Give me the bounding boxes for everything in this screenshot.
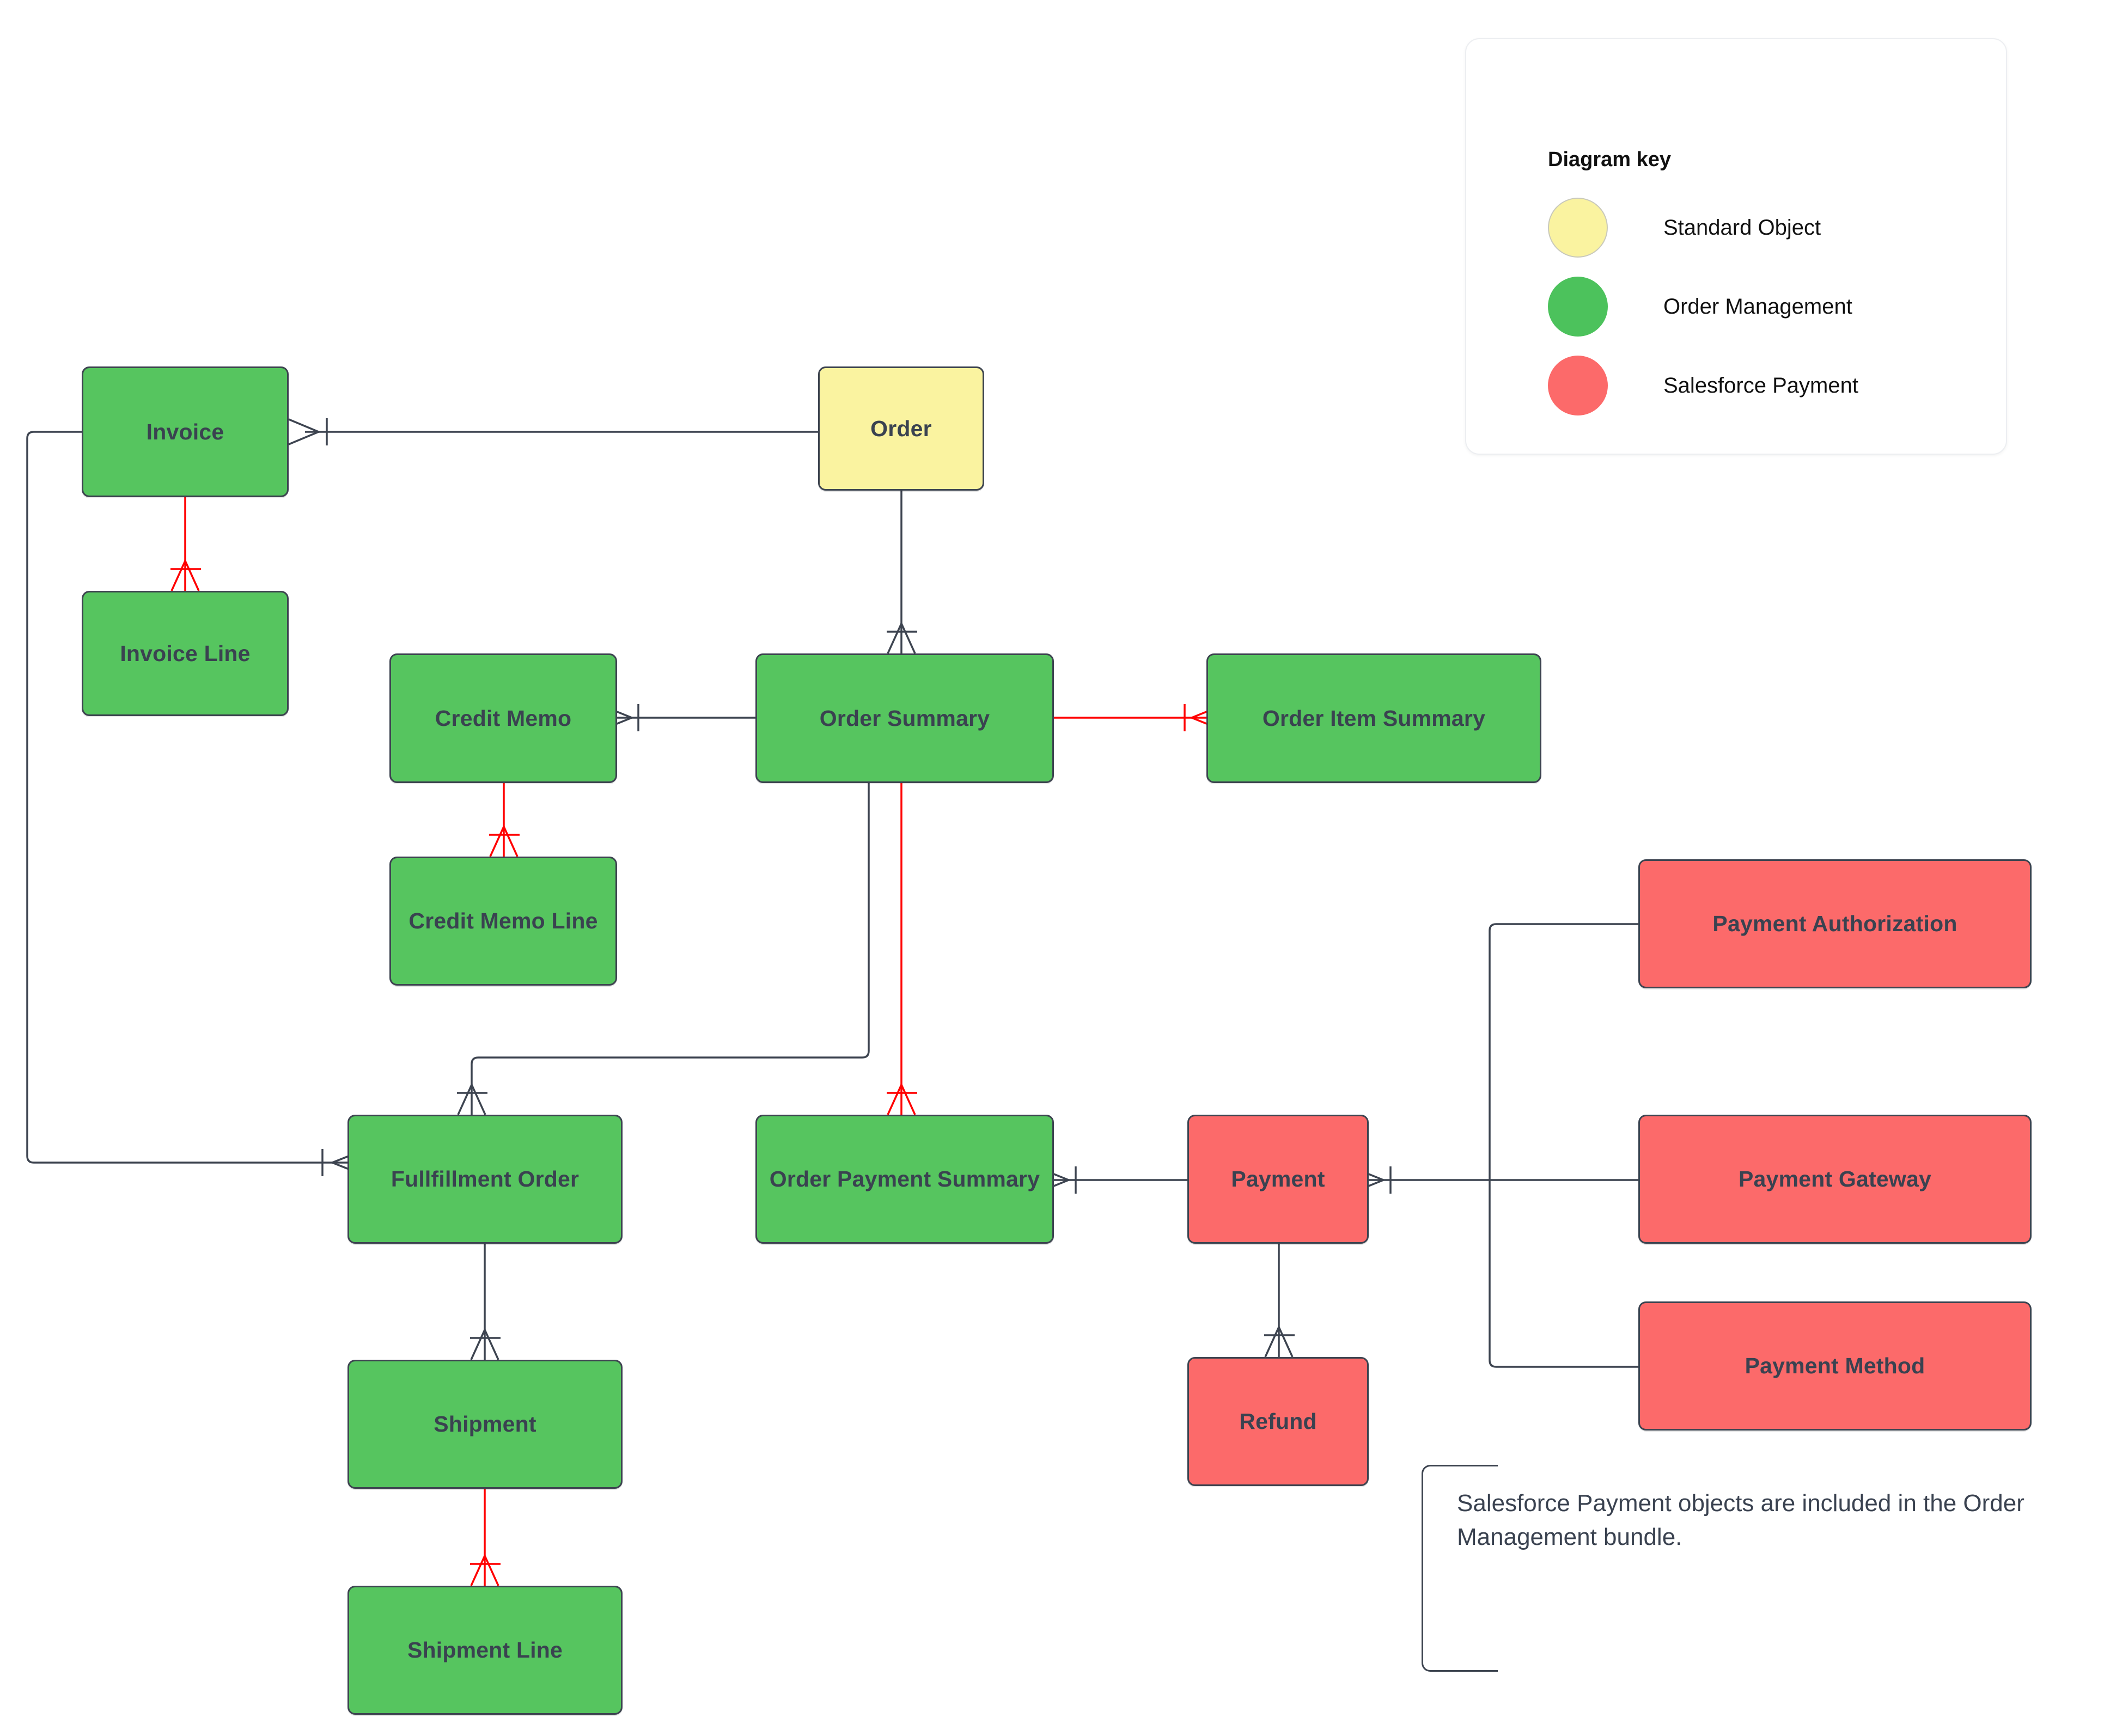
entity-label: Payment Gateway xyxy=(1739,1166,1931,1192)
entity-refund[interactable]: Refund xyxy=(1187,1357,1369,1486)
legend-label: Order Management xyxy=(1663,294,1852,319)
entity-credit-memo[interactable]: Credit Memo xyxy=(389,653,617,783)
legend-swatch-standard-object-icon xyxy=(1548,198,1608,258)
entity-label: Invoice xyxy=(146,419,224,444)
entity-label: Refund xyxy=(1239,1409,1317,1434)
entity-label: Shipment Line xyxy=(407,1637,563,1663)
entity-label: Credit Memo xyxy=(435,705,572,731)
entity-order-payment-summary[interactable]: Order Payment Summary xyxy=(755,1115,1054,1244)
entity-shipment[interactable]: Shipment xyxy=(347,1360,623,1489)
edge-trunk-payment-authorization xyxy=(1489,923,1638,1180)
entity-label: Credit Memo Line xyxy=(408,908,598,934)
entity-payment-method[interactable]: Payment Method xyxy=(1638,1301,2032,1431)
entity-order[interactable]: Order xyxy=(818,366,984,491)
edge-shipment-shipmentline-crowsfoot xyxy=(470,1555,499,1586)
diagram-key-panel: Diagram key Standard Object Order Manage… xyxy=(1465,38,2007,455)
entity-label: Payment Authorization xyxy=(1712,911,1957,937)
entity-payment-gateway[interactable]: Payment Gateway xyxy=(1638,1115,2032,1244)
note-bracket xyxy=(1422,1465,1498,1672)
legend-item-standard-object: Standard Object xyxy=(1548,197,1821,258)
edge-invoice-invoiceline-crowsfoot xyxy=(170,560,200,591)
edge-trunk-payment-method xyxy=(1489,1180,1638,1368)
legend-label: Salesforce Payment xyxy=(1663,373,1858,398)
entity-shipment-line[interactable]: Shipment Line xyxy=(347,1586,623,1715)
entity-order-item-summary[interactable]: Order Item Summary xyxy=(1206,653,1541,783)
edge-invoice-fullfillment xyxy=(26,431,347,1164)
entity-label: Invoice Line xyxy=(120,640,251,666)
entity-label: Fullfillment Order xyxy=(391,1166,580,1192)
edge-ordersummary-ops-crowsfoot xyxy=(887,1084,916,1115)
legend-item-order-management: Order Management xyxy=(1548,276,1852,337)
entity-invoice-line[interactable]: Invoice Line xyxy=(82,591,289,716)
entity-fullfillment-order[interactable]: Fullfillment Order xyxy=(347,1115,623,1244)
entity-label: Shipment xyxy=(434,1411,536,1437)
entity-label: Payment xyxy=(1231,1166,1325,1192)
entity-payment-authorization[interactable]: Payment Authorization xyxy=(1638,859,2032,988)
entity-invoice[interactable]: Invoice xyxy=(82,366,289,497)
entity-credit-memo-line[interactable]: Credit Memo Line xyxy=(389,857,617,986)
edge-fullfillment-shipment-crowsfoot xyxy=(470,1329,499,1360)
legend-item-salesforce-payment: Salesforce Payment xyxy=(1548,355,1858,416)
entity-label: Order xyxy=(870,415,932,441)
entity-label: Order Item Summary xyxy=(1262,705,1486,731)
entity-label: Payment Method xyxy=(1745,1353,1925,1379)
legend-label: Standard Object xyxy=(1663,215,1821,240)
edge-order-ordersummary-crowsfoot xyxy=(887,623,916,654)
edge-ordersummary-fullfillment-crowsfoot xyxy=(457,1084,486,1115)
edge-payment-refund-crowsfoot xyxy=(1264,1327,1294,1358)
note-text: Salesforce Payment objects are included … xyxy=(1457,1490,2024,1551)
edge-invoice-order-crowsfoot xyxy=(288,418,319,445)
diagram-key-title: Diagram key xyxy=(1548,148,1672,171)
edge-creditmemo-creditmemoline-crowsfoot xyxy=(489,826,519,857)
entity-payment[interactable]: Payment xyxy=(1187,1115,1369,1244)
legend-swatch-order-management-icon xyxy=(1548,277,1608,337)
legend-swatch-salesforce-payment-icon xyxy=(1548,356,1608,415)
entity-order-summary[interactable]: Order Summary xyxy=(755,653,1054,783)
entity-label: Order Payment Summary xyxy=(769,1166,1040,1192)
entity-label: Order Summary xyxy=(819,705,990,731)
